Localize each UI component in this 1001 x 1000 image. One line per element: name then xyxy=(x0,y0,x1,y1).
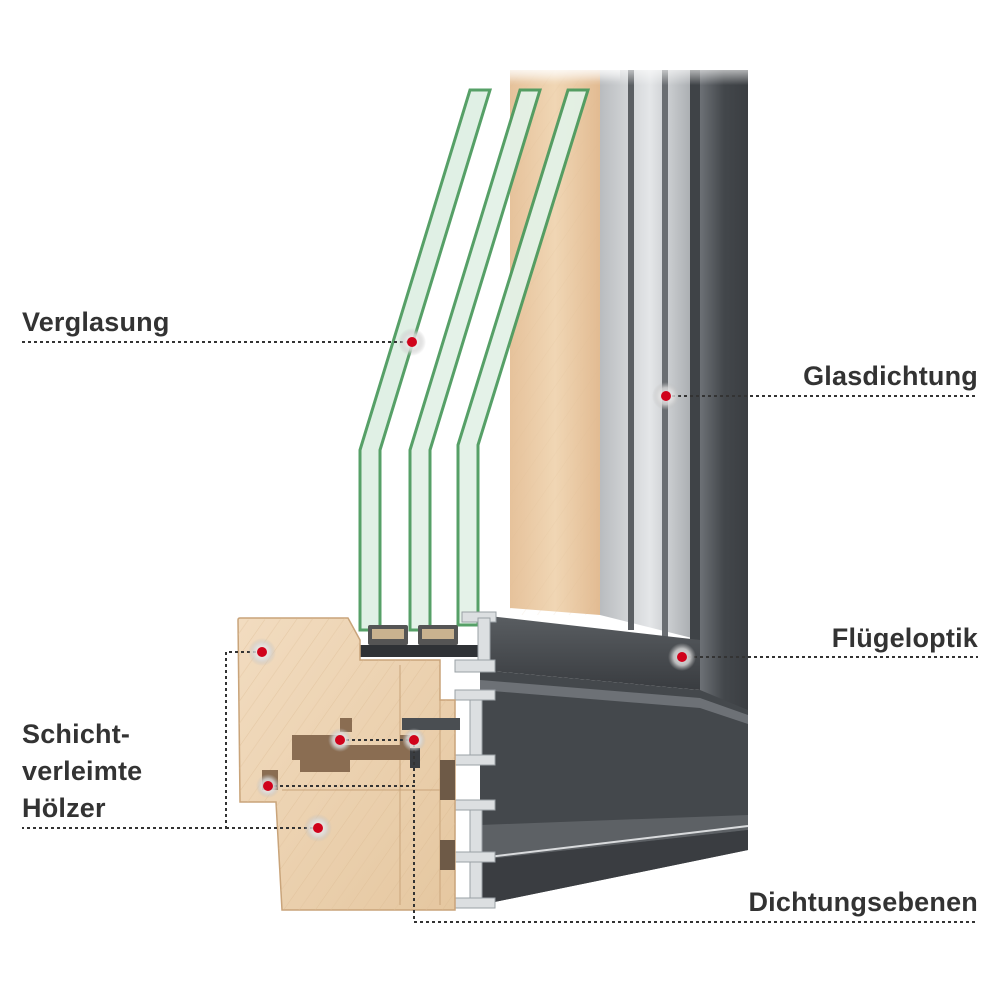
laminated-wood-section xyxy=(237,617,460,911)
label-schicht-line3: Hölzer xyxy=(22,793,106,823)
label-glasdichtung: Glasdichtung xyxy=(803,361,978,391)
label-schicht-line1: Schicht- xyxy=(22,719,131,749)
leader-dichtung xyxy=(268,785,978,923)
marker-glasdichtung xyxy=(652,382,680,410)
aluminium-outer-frame xyxy=(700,70,748,850)
marker-seal-3 xyxy=(256,774,280,798)
markers xyxy=(248,328,696,842)
leader-schicht xyxy=(22,651,262,829)
aluminium-sash-vertical xyxy=(600,70,700,640)
label-fluegeloptik: Flügeloptik xyxy=(831,623,978,653)
marker-seal-1 xyxy=(328,728,352,752)
marker-seal-2 xyxy=(402,728,426,752)
label-verglasung: Verglasung xyxy=(22,307,170,337)
marker-wood-top xyxy=(248,638,276,666)
marker-fluegeloptik xyxy=(668,643,696,671)
aluminium-sash-horizontal xyxy=(480,615,700,690)
label-dichtungsebenen: Dichtungsebenen xyxy=(748,887,978,917)
marker-verglasung xyxy=(398,328,426,356)
label-schicht-line2: verleimte xyxy=(22,756,143,786)
marker-wood-bottom xyxy=(304,814,332,842)
aluminium-profile-cut xyxy=(454,611,497,909)
